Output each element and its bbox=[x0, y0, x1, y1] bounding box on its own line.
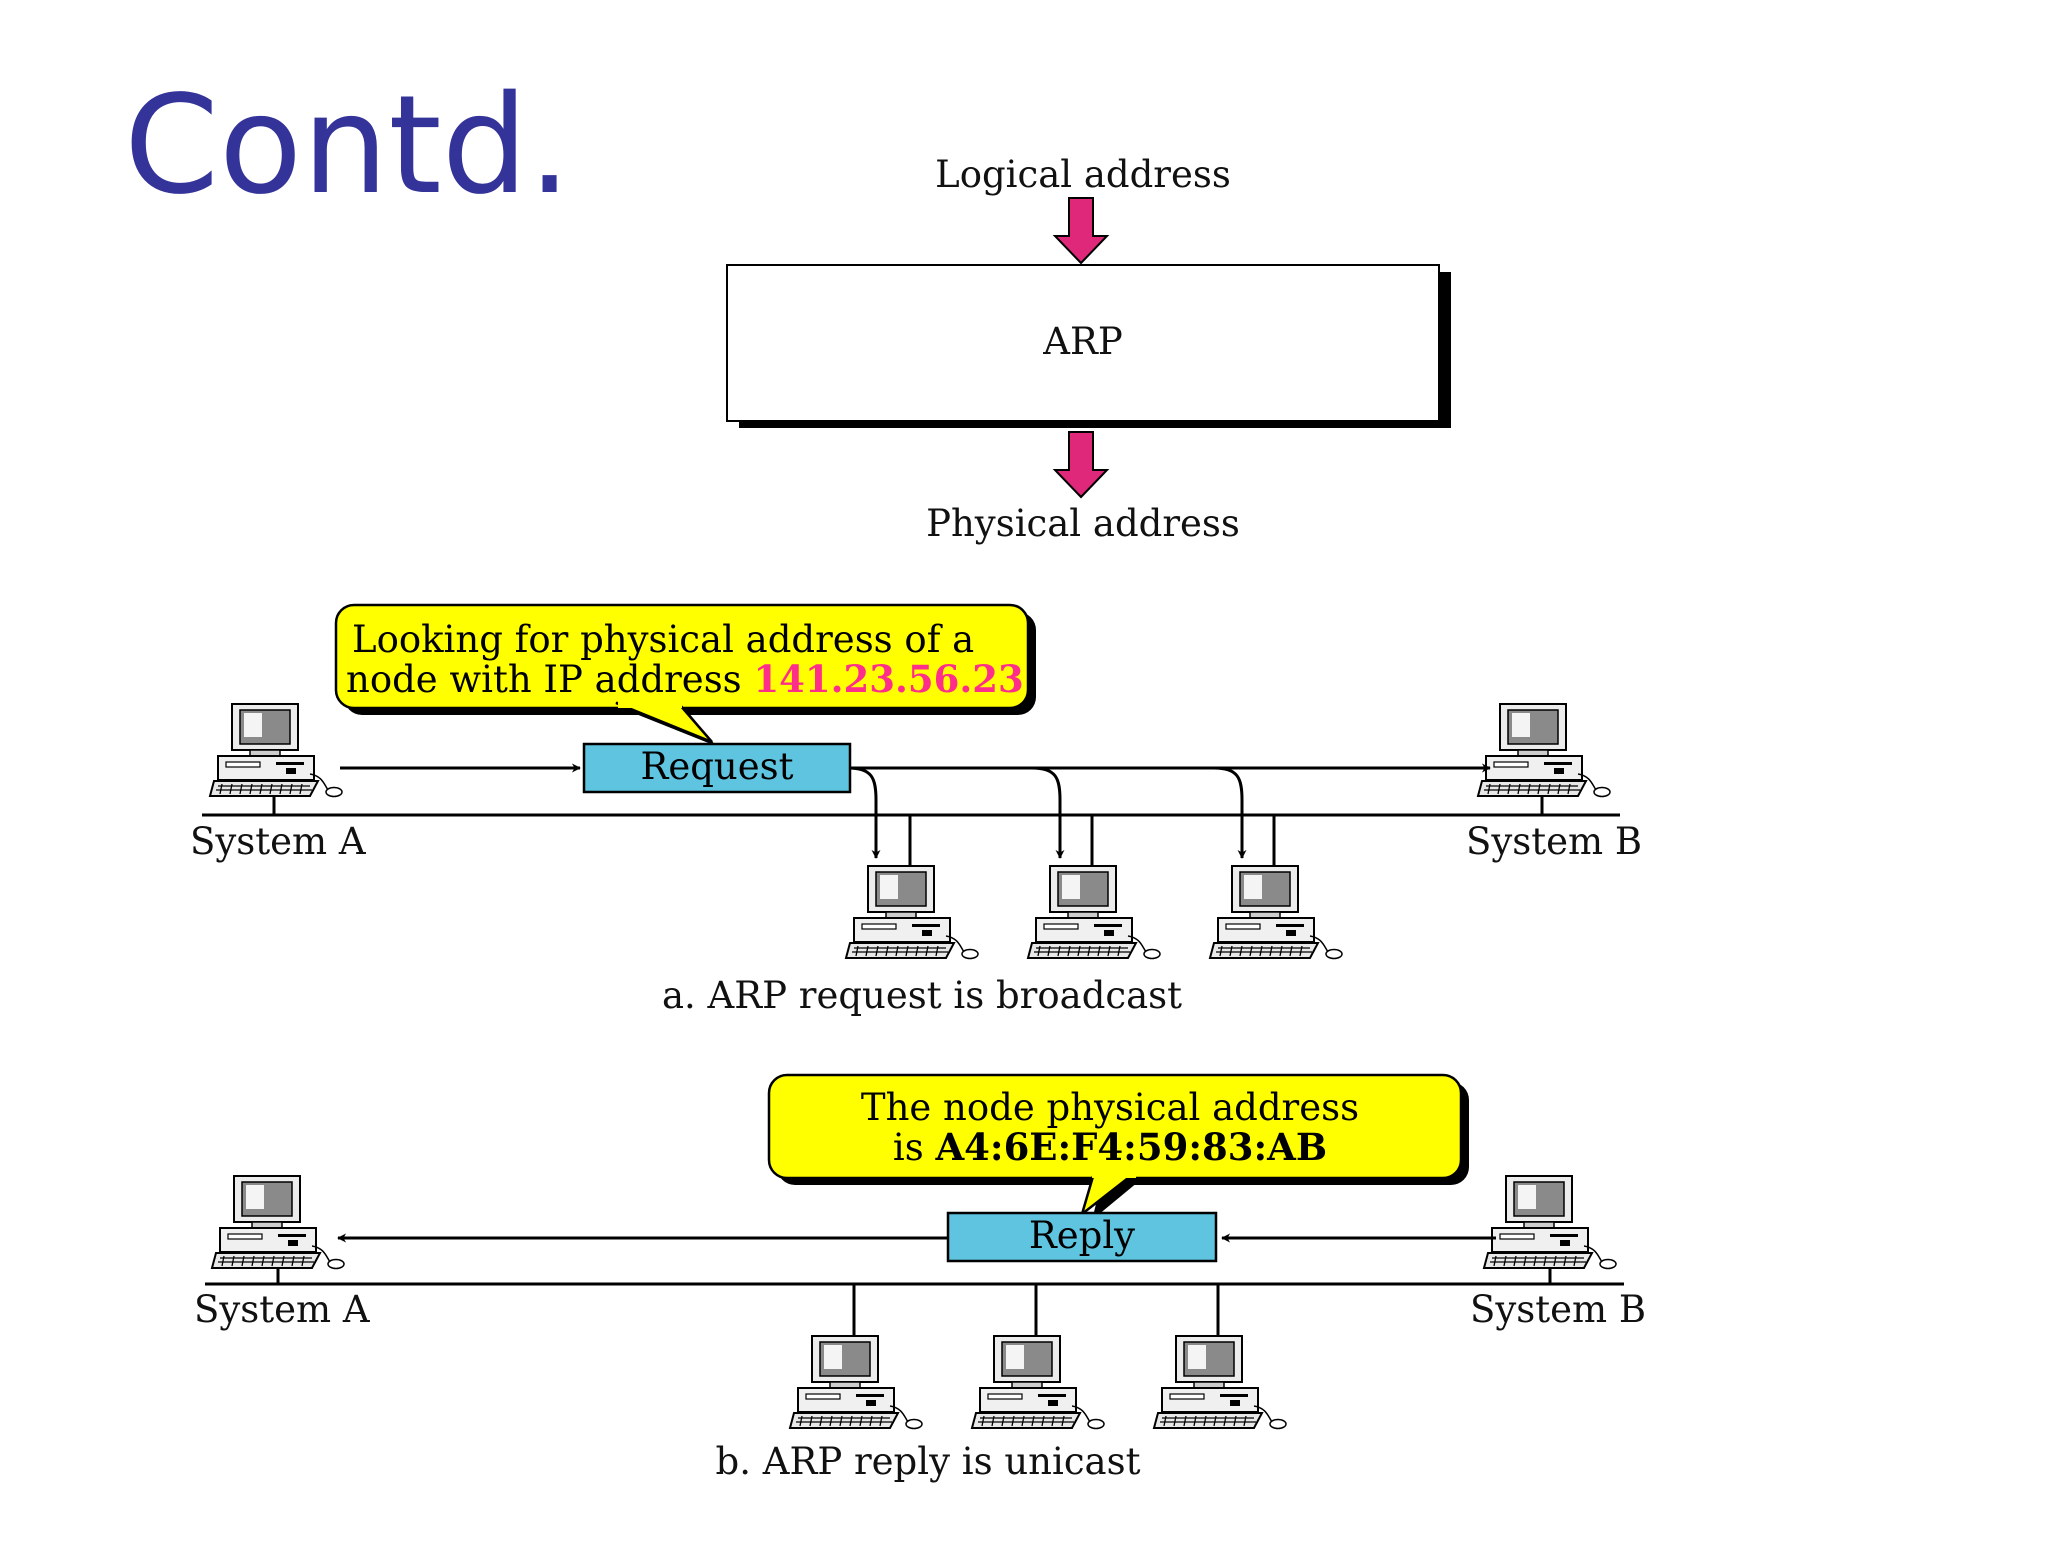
system-b-label: System B bbox=[1466, 820, 1642, 863]
request-callout: Looking for physical address of a node w… bbox=[334, 603, 1036, 746]
down-arrow-icon bbox=[1052, 197, 1110, 265]
request-ip-address: 141.23.56.23 bbox=[753, 657, 1023, 701]
broadcast-arrow bbox=[847, 766, 881, 859]
reply-callout: The node physical address is A4:6E:F4:59… bbox=[767, 1073, 1469, 1220]
reply-caption: b. ARP reply is unicast bbox=[716, 1440, 1141, 1483]
reply-diagram: The node physical address is A4:6E:F4:59… bbox=[194, 1073, 1646, 1483]
reply-callout-line1: The node physical address bbox=[861, 1086, 1359, 1129]
request-caption: a. ARP request is broadcast bbox=[662, 974, 1182, 1017]
reply-packet bbox=[946, 1211, 1218, 1263]
node-computer-icon bbox=[971, 1335, 1105, 1430]
request-callout-line1: Looking for physical address of a bbox=[352, 618, 974, 661]
system-a-label: System A bbox=[190, 820, 367, 863]
node-computer-icon bbox=[1153, 1335, 1287, 1430]
logical-address-label: Logical address bbox=[935, 153, 1231, 196]
arp-block: Logical address ARP Physical address bbox=[726, 153, 1451, 545]
node-computer-icon bbox=[789, 1335, 923, 1430]
system-a-computer-icon bbox=[211, 1175, 345, 1270]
reply-mac-address: A4:6E:F4:59:83:AB bbox=[934, 1125, 1327, 1169]
request-packet-label: Request bbox=[640, 745, 793, 788]
arp-box-label: ARP bbox=[1042, 320, 1122, 363]
request-callout-line2: node with IP address 141.23.56.23 bbox=[346, 657, 1024, 701]
system-b-computer-icon bbox=[1483, 1175, 1617, 1270]
reply-system-b-label: System B bbox=[1470, 1288, 1646, 1331]
broadcast-arrow bbox=[1031, 766, 1065, 859]
node-computer-icon bbox=[1027, 865, 1161, 960]
node-computer-icon bbox=[845, 865, 979, 960]
request-callout-prefix: node with IP address bbox=[346, 658, 753, 701]
reply-callout-prefix: is bbox=[893, 1126, 936, 1169]
down-arrow-icon bbox=[1052, 431, 1110, 499]
reply-callout-line2: is A4:6E:F4:59:83:AB bbox=[893, 1125, 1327, 1169]
request-packet bbox=[582, 742, 852, 794]
request-diagram: Looking for physical address of a node w… bbox=[190, 603, 1642, 1017]
system-a-computer-icon bbox=[209, 703, 343, 798]
node-computer-icon bbox=[1209, 865, 1343, 960]
slide-title: Contd. bbox=[124, 67, 572, 225]
reply-packet-label: Reply bbox=[1029, 1214, 1135, 1257]
broadcast-arrow bbox=[1213, 766, 1247, 859]
system-b-computer-icon bbox=[1477, 703, 1611, 798]
arp-box bbox=[726, 264, 1440, 422]
physical-address-label: Physical address bbox=[926, 502, 1240, 545]
reply-system-a-label: System A bbox=[194, 1288, 371, 1331]
